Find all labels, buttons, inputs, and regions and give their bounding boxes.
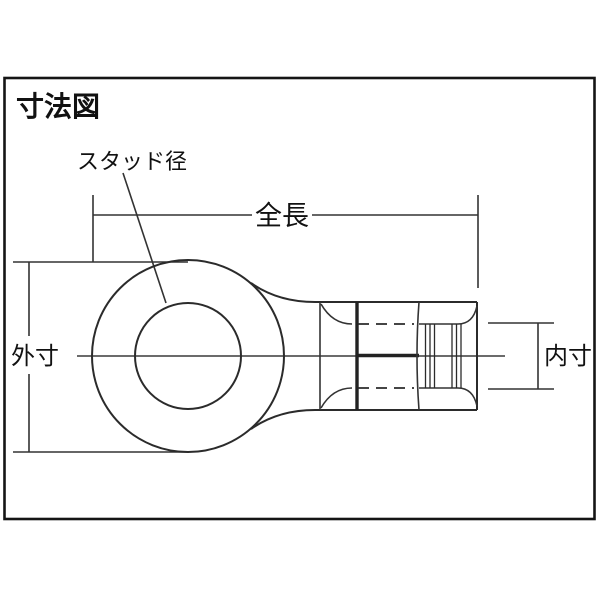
inner-dimension-label: 内寸 (544, 343, 592, 370)
barrel-top-edge (250, 282, 477, 303)
ring-inner-hole-circle (134, 302, 242, 410)
wire-mouth-top-line (419, 305, 478, 325)
overall-length-label: 全長 (255, 201, 309, 231)
outer-dimension-label: 外寸 (11, 343, 59, 370)
barrel-fillet-top (320, 303, 353, 325)
barrel-bottom-edge (250, 409, 477, 430)
wire-strand-lines (424, 324, 462, 388)
wire-mouth-bottom-line (419, 387, 478, 407)
diagram-frame-border (3, 76, 596, 521)
page-title: 寸法図 (16, 91, 100, 122)
crimp-seam-line (416, 301, 420, 411)
stud-diameter-leader-line (122, 172, 167, 304)
stud-diameter-label: スタッド径 (77, 149, 187, 174)
ring-outer-circle (91, 259, 285, 453)
barrel-fillet-bottom (320, 387, 353, 409)
